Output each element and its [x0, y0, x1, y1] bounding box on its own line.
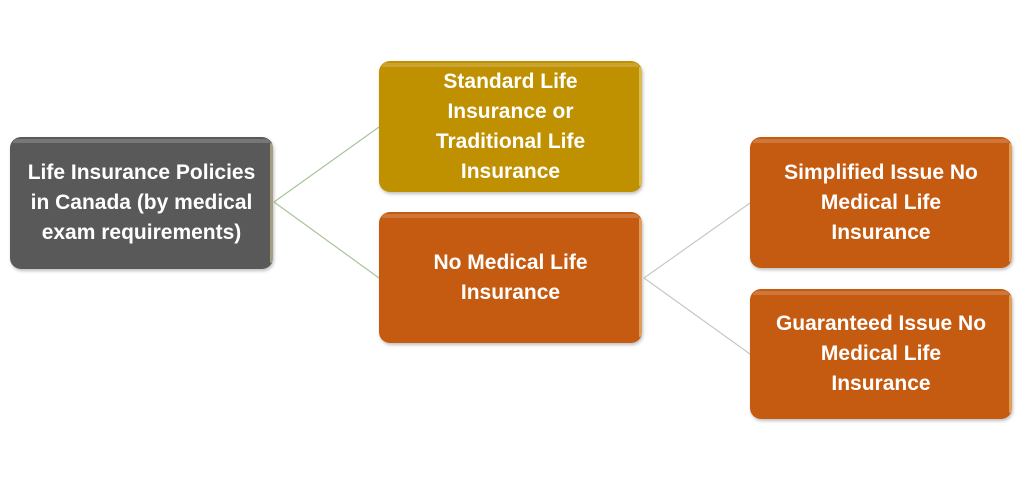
nomedical-node-label: No Medical Life Insurance	[433, 250, 588, 304]
node-no-medical-life-insurance: No Medical Life Insurance	[379, 212, 642, 343]
connector-nomedical-to-guaranteed	[643, 277, 751, 355]
root-node-life-insurance-policies: Life Insurance Policies in Canada (by me…	[10, 137, 273, 269]
connector-root-to-nomedical	[273, 201, 380, 279]
guaranteed-node-label: Guaranteed Issue No Medical Life Insuran…	[775, 312, 987, 395]
node-standard-life-insurance: Standard Life Insurance or Traditional L…	[379, 61, 642, 192]
standard-node-label: Standard Life Insurance or Traditional L…	[435, 69, 586, 183]
root-node-label: Life Insurance Policies in Canada (by me…	[27, 161, 256, 244]
connector-nomedical-to-simplified	[643, 202, 751, 279]
node-guaranteed-issue: Guaranteed Issue No Medical Life Insuran…	[750, 289, 1012, 419]
simplified-node-label: Simplified Issue No Medical Life Insuran…	[784, 160, 978, 244]
node-simplified-issue: Simplified Issue No Medical Life Insuran…	[750, 137, 1012, 268]
connector-root-to-standard	[273, 126, 380, 203]
